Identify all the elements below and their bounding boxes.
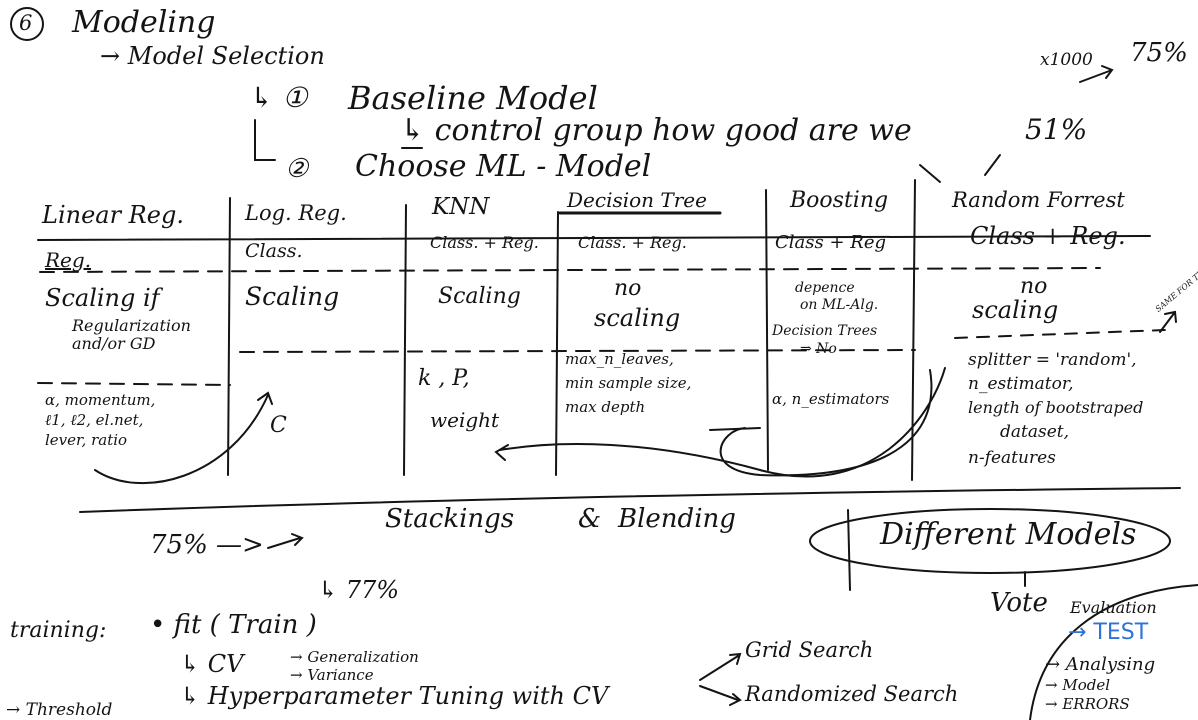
boost-arrow-tail <box>709 427 761 431</box>
hyper-forest-2: n_estimator, <box>968 374 1074 394</box>
linear-to-log-arrow <box>94 391 273 485</box>
ensemble-arrow <box>267 533 304 549</box>
hyper-log: C <box>270 413 287 438</box>
section-number-circle <box>10 7 44 41</box>
training-label: training: <box>10 618 107 643</box>
divider-5 <box>911 179 916 481</box>
scaling-linear-3: and/or GD <box>72 334 156 353</box>
header-boosting: Boosting <box>790 188 889 213</box>
evaluation-test: → TEST <box>1068 620 1149 645</box>
score-hooks <box>919 154 1001 183</box>
model-selection-label: → Model Selection <box>100 42 325 70</box>
evaluation-title: Evaluation <box>1070 598 1157 617</box>
choose-ml-model-label: Choose ML - Model <box>355 149 652 184</box>
divider-3 <box>555 211 559 476</box>
blending-label: Blending <box>618 504 736 534</box>
row-sep-3 <box>954 329 1166 339</box>
task-boost: Class + Reg <box>775 232 886 253</box>
side-note-arrow <box>1159 310 1177 333</box>
hyper-forest-3: length of bootstraped <box>968 398 1144 417</box>
training-cv: ↳ CV <box>180 650 244 678</box>
randomized-split-arrow <box>699 685 742 706</box>
ensemble-score-to: ↳ 77% <box>318 576 400 604</box>
hyper-tree-1: max_n_leaves, <box>565 350 674 368</box>
hyper-tree-3: max depth <box>565 398 646 416</box>
training-generalization: → Generalization <box>290 648 419 666</box>
different-models-oval <box>809 508 1171 574</box>
row-sep-2 <box>239 349 916 353</box>
evaluation-analysing: → Analysing <box>1045 654 1156 675</box>
grid-search-label: Grid Search <box>745 638 874 662</box>
hyper-forest-4: dataset, <box>1000 422 1070 442</box>
threshold-label: → Threshold <box>6 700 113 720</box>
task-log: Class. <box>245 240 303 262</box>
hyper-knn-1: k , P, <box>418 366 470 391</box>
row-sep-4 <box>37 382 231 386</box>
ensemble-score-from: 75% —> <box>150 530 264 560</box>
scaling-boost-3: Decision Trees <box>772 323 878 339</box>
header-random-forrest: Random Forrest <box>952 188 1125 212</box>
header-decision-tree: Decision Tree <box>567 188 707 212</box>
vote-label: Vote <box>990 588 1048 618</box>
section-number: 6 <box>19 11 33 35</box>
training-fit: • fit ( Train ) <box>150 610 317 640</box>
row-sep-1 <box>39 267 1101 273</box>
training-tuning: ↳ Hyperparameter Tuning with CV <box>180 682 609 710</box>
hyper-forest-5: n-features <box>968 448 1056 468</box>
stacking-label: Stackings <box>385 504 515 534</box>
vote-divider <box>847 509 851 591</box>
step-2-label: ② <box>285 154 309 184</box>
task-linear: Reg. <box>45 248 92 272</box>
baseline-score: 51% <box>1025 113 1088 146</box>
scaling-linear-2: Regularization <box>72 316 191 335</box>
evaluation-model: → Model <box>1045 676 1111 694</box>
forest-to-boost-arrow <box>719 369 933 477</box>
header-log-reg: Log. Reg. <box>245 201 347 225</box>
hyper-forest-1: splitter = 'random', <box>968 350 1137 370</box>
header-knn: KNN <box>432 194 490 220</box>
scaling-log: Scaling <box>245 282 340 311</box>
randomized-search-label: Randomized Search <box>745 682 959 706</box>
hyper-knn-2: weight <box>430 408 500 432</box>
divider-2 <box>403 204 407 476</box>
page-title: Modeling <box>72 5 216 40</box>
score-arrow <box>1079 65 1114 83</box>
header-linear-reg: Linear Reg. <box>42 201 184 229</box>
ampersand-label: & <box>578 504 602 534</box>
section-separator <box>79 487 1181 513</box>
hyper-linear-3: lever, ratio <box>45 431 128 449</box>
scaling-boost-4: ⇒ No <box>800 341 837 357</box>
task-knn: Class. + Reg. <box>430 233 539 252</box>
task-forest: Class + Reg. <box>970 222 1126 250</box>
scaling-tree-2: scaling <box>594 304 681 332</box>
baseline-model-label: Baseline Model <box>348 79 598 117</box>
training-variance: → Variance <box>290 666 374 684</box>
task-tree: Class. + Reg. <box>578 233 687 252</box>
score-multiplier: x1000 <box>1040 50 1093 70</box>
scaling-linear-1: Scaling if <box>45 284 160 312</box>
scaling-boost-1: depence <box>795 280 855 296</box>
control-group-text: ↳ control group how good are we <box>400 113 912 148</box>
evaluation-errors: → ERRORS <box>1045 695 1130 713</box>
forest-to-knn-arrow <box>494 367 946 478</box>
hyper-boost: α, n_estimators <box>772 390 890 408</box>
evaluation-bubble <box>1029 584 1198 720</box>
scaling-forest-1: no <box>1020 274 1048 299</box>
score-75: 75% <box>1130 38 1188 68</box>
divider-4 <box>765 189 769 471</box>
grid-split-arrow <box>699 652 742 681</box>
step-1-label: ↳ ① <box>250 81 317 114</box>
scaling-boost-2: on ML-Alg. <box>800 297 879 313</box>
step-connector <box>254 119 276 161</box>
hyper-tree-2: min sample size, <box>565 374 692 392</box>
divider-1 <box>227 197 231 476</box>
hyper-linear-1: α, momentum, <box>45 391 156 409</box>
scaling-forest-2: scaling <box>972 296 1059 324</box>
scaling-knn: Scaling <box>438 284 521 309</box>
scaling-tree-1: no <box>614 276 642 301</box>
different-models-label: Different Models <box>880 517 1137 552</box>
hyper-linear-2: ℓ1, ℓ2, el.net, <box>45 411 144 429</box>
